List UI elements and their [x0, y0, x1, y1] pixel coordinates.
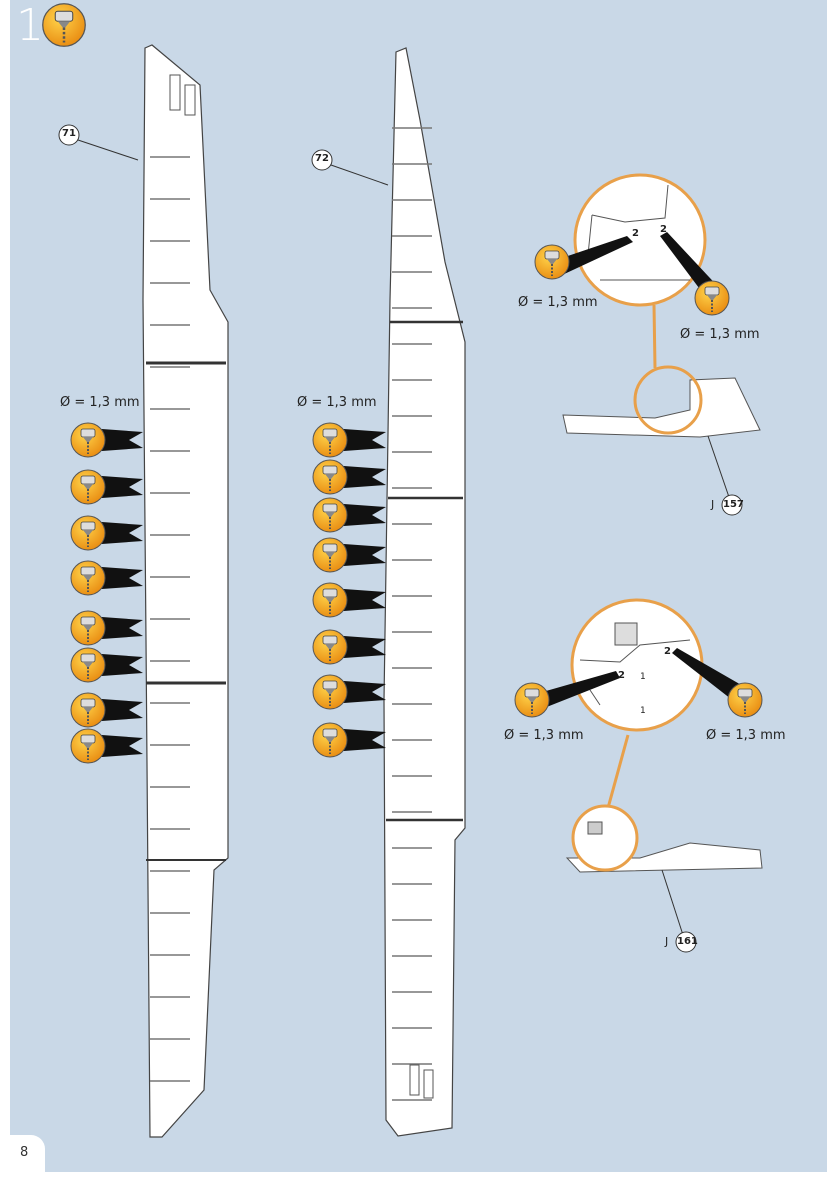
hole-size-label: Ø = 1,3 mm	[60, 395, 140, 410]
drill-icon	[70, 692, 106, 728]
hole-mark: 2	[618, 670, 625, 681]
drill-icon	[70, 469, 106, 505]
drill-icon	[70, 728, 106, 764]
leader-line-71	[77, 139, 139, 161]
hull-part-72	[383, 47, 466, 1137]
drill-icon	[312, 629, 348, 665]
ref-prefix: J	[711, 498, 715, 511]
leader-line-72	[330, 164, 389, 186]
hole-mark: 2	[632, 228, 639, 239]
hole-mark: 1	[640, 706, 646, 716]
drill-icon	[70, 422, 106, 458]
drill-icon	[70, 647, 106, 683]
drill-icon	[312, 582, 348, 618]
hole-mark: 2	[664, 646, 671, 657]
part-callout-72	[311, 149, 333, 171]
ref-part-161: 161	[677, 936, 698, 947]
drill-icon	[312, 497, 348, 533]
hole-size-label: Ø = 1,3 mm	[518, 295, 598, 310]
part-callout-71	[58, 124, 80, 146]
drill-icon	[312, 537, 348, 573]
part-number-72: 72	[315, 153, 329, 164]
hole-mark: 2	[660, 224, 667, 235]
detail-view-bottom	[514, 598, 763, 953]
drill-icon	[70, 515, 106, 551]
hole-size-label: Ø = 1,3 mm	[297, 395, 377, 410]
drill-icon	[312, 674, 348, 710]
hole-size-label: Ø = 1,3 mm	[680, 327, 760, 342]
drill-icon	[312, 459, 348, 495]
hole-mark: 1	[640, 672, 646, 682]
drill-icon	[70, 560, 106, 596]
drill-icon	[41, 2, 87, 48]
drill-icon	[312, 422, 348, 458]
drill-icon	[70, 610, 106, 646]
part-number-71: 71	[62, 128, 76, 139]
drill-callouts	[70, 422, 386, 764]
hole-size-label: Ø = 1,3 mm	[706, 728, 786, 743]
detail-view-top	[534, 173, 761, 516]
step-number: 1	[16, 0, 44, 51]
page-number: 8	[20, 1145, 29, 1160]
ref-part-157: 157	[723, 499, 744, 510]
hull-part-71	[142, 44, 229, 1138]
drill-icon	[312, 722, 348, 758]
ref-prefix: J	[665, 935, 669, 948]
page-number-tab	[0, 1135, 45, 1187]
hole-size-label: Ø = 1,3 mm	[504, 728, 584, 743]
